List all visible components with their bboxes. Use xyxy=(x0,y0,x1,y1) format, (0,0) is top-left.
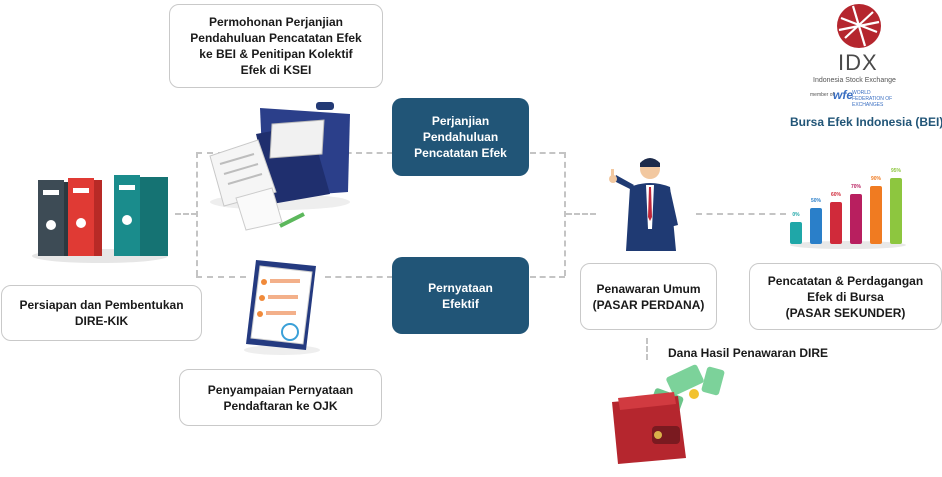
connector-bottom-left xyxy=(196,276,246,278)
growth-bar xyxy=(790,222,802,244)
penyampaian-box: Penyampaian Pernyataan Pendaftaran ke OJ… xyxy=(179,369,382,426)
growth-bar xyxy=(850,194,862,244)
growth-bars-icon: 0% 50% 60% 70% 90% 95% xyxy=(790,168,906,249)
idx-wordmark: IDX xyxy=(838,50,878,75)
connector-binders xyxy=(175,213,197,215)
permohonan-box: Permohonan Perjanjian Pendahuluan Pencat… xyxy=(169,4,383,88)
connector-bottom-mid xyxy=(325,276,393,278)
connector-vertical-left xyxy=(196,152,198,276)
persiapan-box: Persiapan dan Pembentukan DIRE-KIK xyxy=(1,285,202,341)
penawaran-box: Penawaran Umum (PASAR PERDANA) xyxy=(580,263,717,330)
member-of-label: member of xyxy=(810,92,834,98)
idx-subtitle: Indonesia Stock Exchange xyxy=(813,77,896,84)
wfe-mark: wfe xyxy=(833,88,854,102)
businessman-icon xyxy=(609,158,678,251)
growth-bar-label: 50% xyxy=(811,198,822,204)
growth-bar-label: 60% xyxy=(831,192,842,198)
perjanjian-box: Perjanjian Pendahuluan Pencatatan Efek xyxy=(392,98,529,176)
connector-to-man xyxy=(566,213,596,215)
growth-bar xyxy=(810,208,822,244)
idx-logo-icon xyxy=(837,4,881,48)
connector-top-right xyxy=(530,152,565,154)
growth-bar xyxy=(890,178,902,244)
briefcase-documents-icon xyxy=(209,102,350,231)
connector-vertical-right xyxy=(564,152,566,276)
wallet-money-icon xyxy=(612,364,725,464)
growth-bar-label: 70% xyxy=(851,184,862,190)
connector-down-wallet xyxy=(646,338,648,360)
connector-bottom-right xyxy=(530,276,565,278)
dana-label: Dana Hasil Penawaran DIRE xyxy=(668,346,829,360)
wfe-text: WORLD FEDERATION OF EXCHANGES xyxy=(852,90,893,108)
pernyataan-box: Pernyataan Efektif xyxy=(392,257,529,334)
checklist-clipboard-icon xyxy=(244,260,320,355)
growth-bar-label: 0% xyxy=(792,212,800,218)
pencatatan-box: Pencatatan & Perdagangan Efek di Bursa (… xyxy=(749,263,942,330)
growth-bar-label: 95% xyxy=(891,168,902,174)
growth-bar-label: 90% xyxy=(871,176,882,182)
bei-caption: Bursa Efek Indonesia (BEI) xyxy=(790,115,942,129)
growth-bar xyxy=(830,202,842,244)
connector-man-bars xyxy=(696,213,786,215)
binders-icon xyxy=(32,175,168,263)
growth-bar xyxy=(870,186,882,244)
connector-top-mid xyxy=(325,152,393,154)
